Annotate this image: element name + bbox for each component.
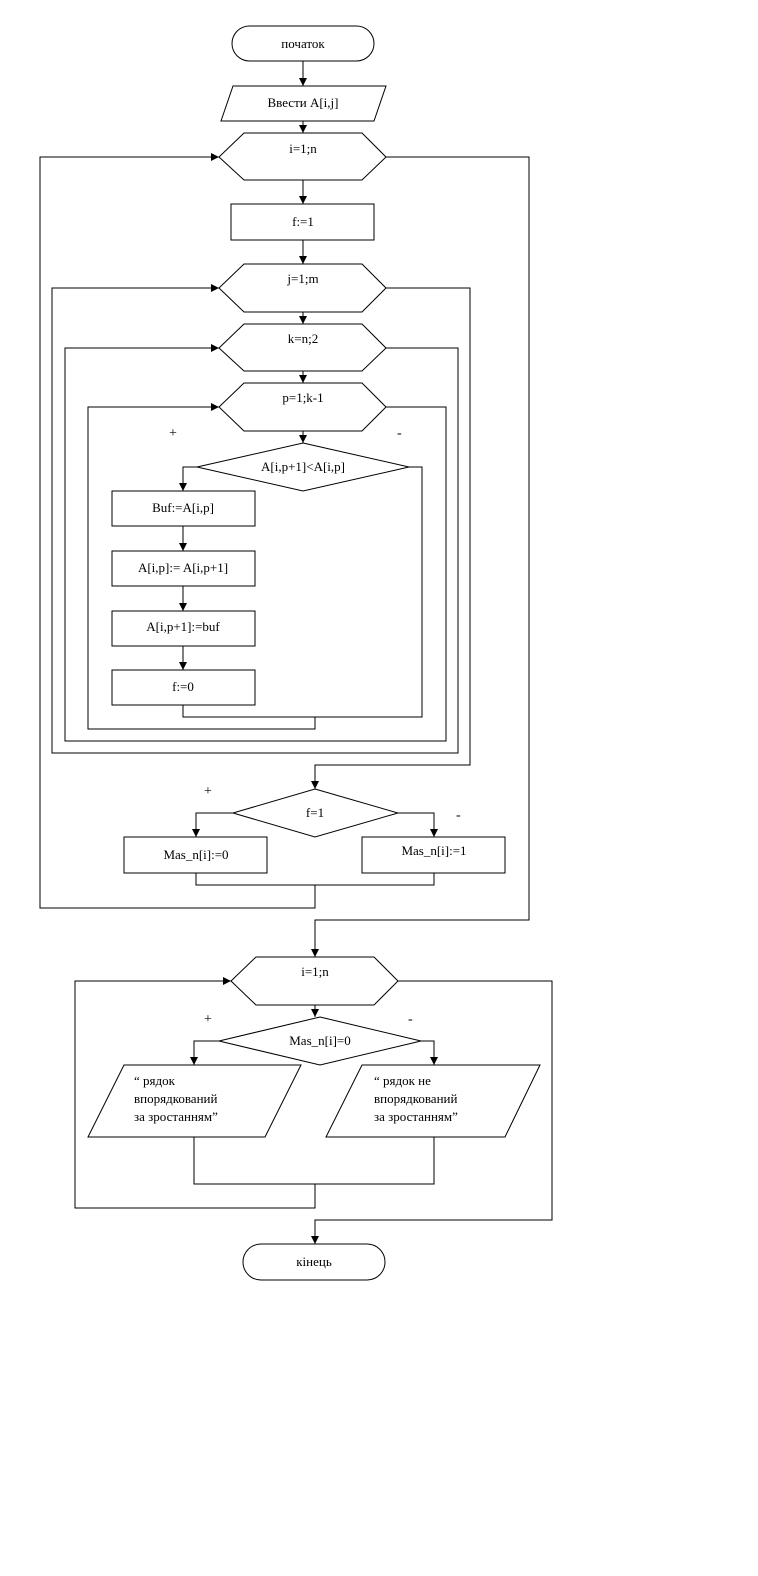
plus-label-swap: +	[169, 426, 177, 441]
svg-text:A[i,p+1]<A[i,p]: A[i,p+1]<A[i,p]	[261, 459, 345, 474]
connectors	[39, 61, 553, 1244]
svg-text:Ввести A[i,j]: Ввести A[i,j]	[267, 95, 338, 110]
loop-p-node: p=1;k-1	[218, 382, 387, 432]
svg-text:“ рядок: “ рядок	[134, 1073, 176, 1088]
start-node: початок	[231, 25, 375, 62]
svg-text:f:=0: f:=0	[172, 679, 194, 694]
loop-j-node: j=1;m	[218, 263, 387, 313]
svg-text:Mas_n[i]=0: Mas_n[i]=0	[289, 1033, 351, 1048]
svg-text:за зростанням”: за зростанням”	[374, 1109, 458, 1124]
mas0-node: Mas_n[i]:=0	[123, 836, 268, 874]
loop-i2-node: i=1;n	[230, 956, 399, 1006]
svg-text:f=1: f=1	[306, 805, 324, 820]
plus-label-mas: +	[204, 1012, 212, 1027]
svg-text:кінець: кінець	[296, 1254, 332, 1269]
svg-text:Mas_n[i]:=1: Mas_n[i]:=1	[401, 843, 466, 858]
svg-text:Buf:=A[i,p]: Buf:=A[i,p]	[152, 500, 214, 515]
minus-label-mas: -	[408, 1012, 413, 1027]
loop-i-node: i=1;n	[218, 132, 387, 181]
output-no-node: “ рядок не впорядкований за зростанням”	[325, 1064, 541, 1138]
cond-swap-node: A[i,p+1]<A[i,p]	[196, 442, 410, 492]
svg-text:за зростанням”: за зростанням”	[134, 1109, 218, 1124]
svg-text:“ рядок не: “ рядок не	[374, 1073, 431, 1088]
svg-text:A[i,p]:= A[i,p+1]: A[i,p]:= A[i,p+1]	[138, 560, 228, 575]
svg-text:k=n;2: k=n;2	[288, 331, 318, 346]
plus-label-f: +	[204, 784, 212, 799]
svg-text:A[i,p+1]:=buf: A[i,p+1]:=buf	[146, 619, 220, 634]
input-node: Ввести A[i,j]	[220, 85, 387, 122]
svg-text:початок: початок	[281, 36, 325, 51]
assign2-node: A[i,p+1]:=buf	[111, 610, 256, 647]
svg-text:Mas_n[i]:=0: Mas_n[i]:=0	[163, 847, 228, 862]
loop-k-node: k=n;2	[218, 323, 387, 372]
set-f1-node: f:=1	[230, 203, 375, 241]
svg-text:j=1;m: j=1;m	[286, 271, 318, 286]
assign1-node: A[i,p]:= A[i,p+1]	[111, 550, 256, 587]
svg-text:f:=1: f:=1	[292, 214, 314, 229]
minus-label-f: -	[456, 808, 461, 823]
end-node: кінець	[242, 1243, 386, 1281]
set-f0-node: f:=0	[111, 669, 256, 706]
svg-text:впорядкований: впорядкований	[374, 1091, 457, 1106]
output-yes-node: “ рядок впорядкований за зростанням”	[87, 1064, 302, 1138]
branch-labels: + - + - + -	[169, 426, 461, 1027]
svg-text:впорядкований: впорядкований	[134, 1091, 217, 1106]
minus-label-swap: -	[397, 426, 402, 441]
cond-mas-node: Mas_n[i]=0	[218, 1016, 422, 1066]
cond-f-node: f=1	[231, 788, 400, 838]
svg-text:i=1;n: i=1;n	[289, 141, 317, 156]
buf-node: Buf:=A[i,p]	[111, 490, 256, 527]
mas1-node: Mas_n[i]:=1	[361, 836, 506, 874]
svg-text:p=1;k-1: p=1;k-1	[282, 390, 323, 405]
svg-text:i=1;n: i=1;n	[301, 964, 329, 979]
